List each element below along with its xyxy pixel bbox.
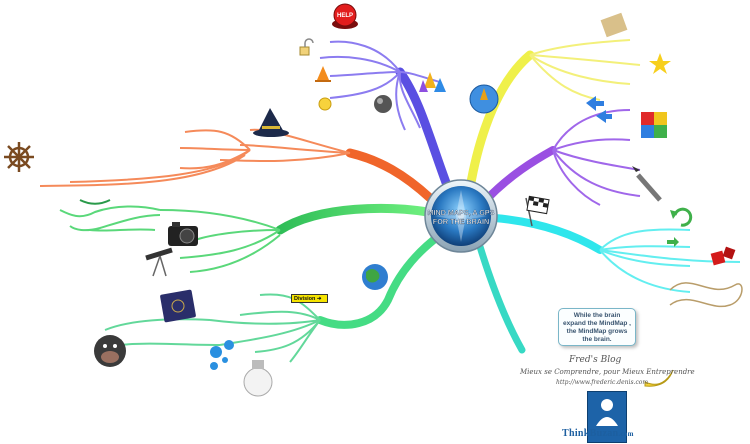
svg-text:HELP: HELP [337,13,353,19]
sub-branches-yellow [529,39,641,101]
main-branches [275,50,604,354]
sub-branches-purple [319,40,441,131]
note-text: While the brain expand the MindMap , the… [563,312,631,344]
branch-orange [345,148,435,203]
molecule-icon [210,340,234,370]
central-title-line-1: MIND MAPS, A GPS [428,208,495,217]
traffic-cone-icon [315,66,331,82]
map-scroll-icon [600,12,628,38]
pen-icon [632,166,662,202]
division-tag: Division ➜ [291,294,328,303]
sub-branches-orange [39,128,351,187]
central-compass [424,179,498,253]
race-flag-icon [525,195,550,227]
dice-icon [710,246,736,266]
sub-branches-teal [104,293,321,363]
sub-branches-violet [552,109,641,206]
ship-wheel-icon [4,142,34,172]
gear-ball-icon [374,95,392,113]
help-button-icon: HELP [332,3,358,29]
wizard-hat-icon [253,108,289,137]
gorilla-icon [94,335,126,367]
globe-icon [362,264,388,290]
arrows-cycle-icon [586,96,612,123]
branch-purple [395,67,453,193]
padlock-icon [299,38,314,56]
branch-cyan [491,214,604,254]
star-icon [649,53,671,74]
thinkbuzan-badge [587,391,627,443]
thinkbuzan-sub: .com [618,430,634,438]
sub-branches-green [59,199,281,273]
branch-green [275,203,433,235]
person-icon [596,399,618,426]
banana-icon [644,369,674,387]
thinkbuzan-label: ThinkBuzan [562,428,619,439]
branch-violet [482,146,557,204]
passport-icon [160,289,196,323]
green-arrow-icon [670,207,693,227]
sub-branches-cyan [599,228,741,293]
central-title-line-2: FOR THE BRAIN [433,217,489,226]
lab-flasks-icon [419,72,446,92]
small-arrow-icon [667,237,679,247]
telescope-icon [145,247,173,277]
smiley-icon [318,97,332,111]
thinkbuzan-caption: ThinkBuzan.com [562,428,634,439]
note-box: While the brain expand the MindMap , the… [558,308,636,346]
blog-url: http://www.frederic.denis.com [556,379,649,386]
division-tag-label: Division [294,296,316,302]
puzzle-cube-icon [641,112,667,138]
compass-globe-icon [469,84,499,114]
branch-teal [316,231,444,329]
blog-name: Fred's Blog [569,355,622,365]
camera-icon [168,222,198,246]
light-bulb-icon [243,360,273,397]
branch-aqua [474,236,526,354]
wavy-ornament [669,282,743,308]
blog-tagline: Mieux se Comprendre, pour Mieux Entrepre… [520,368,695,376]
